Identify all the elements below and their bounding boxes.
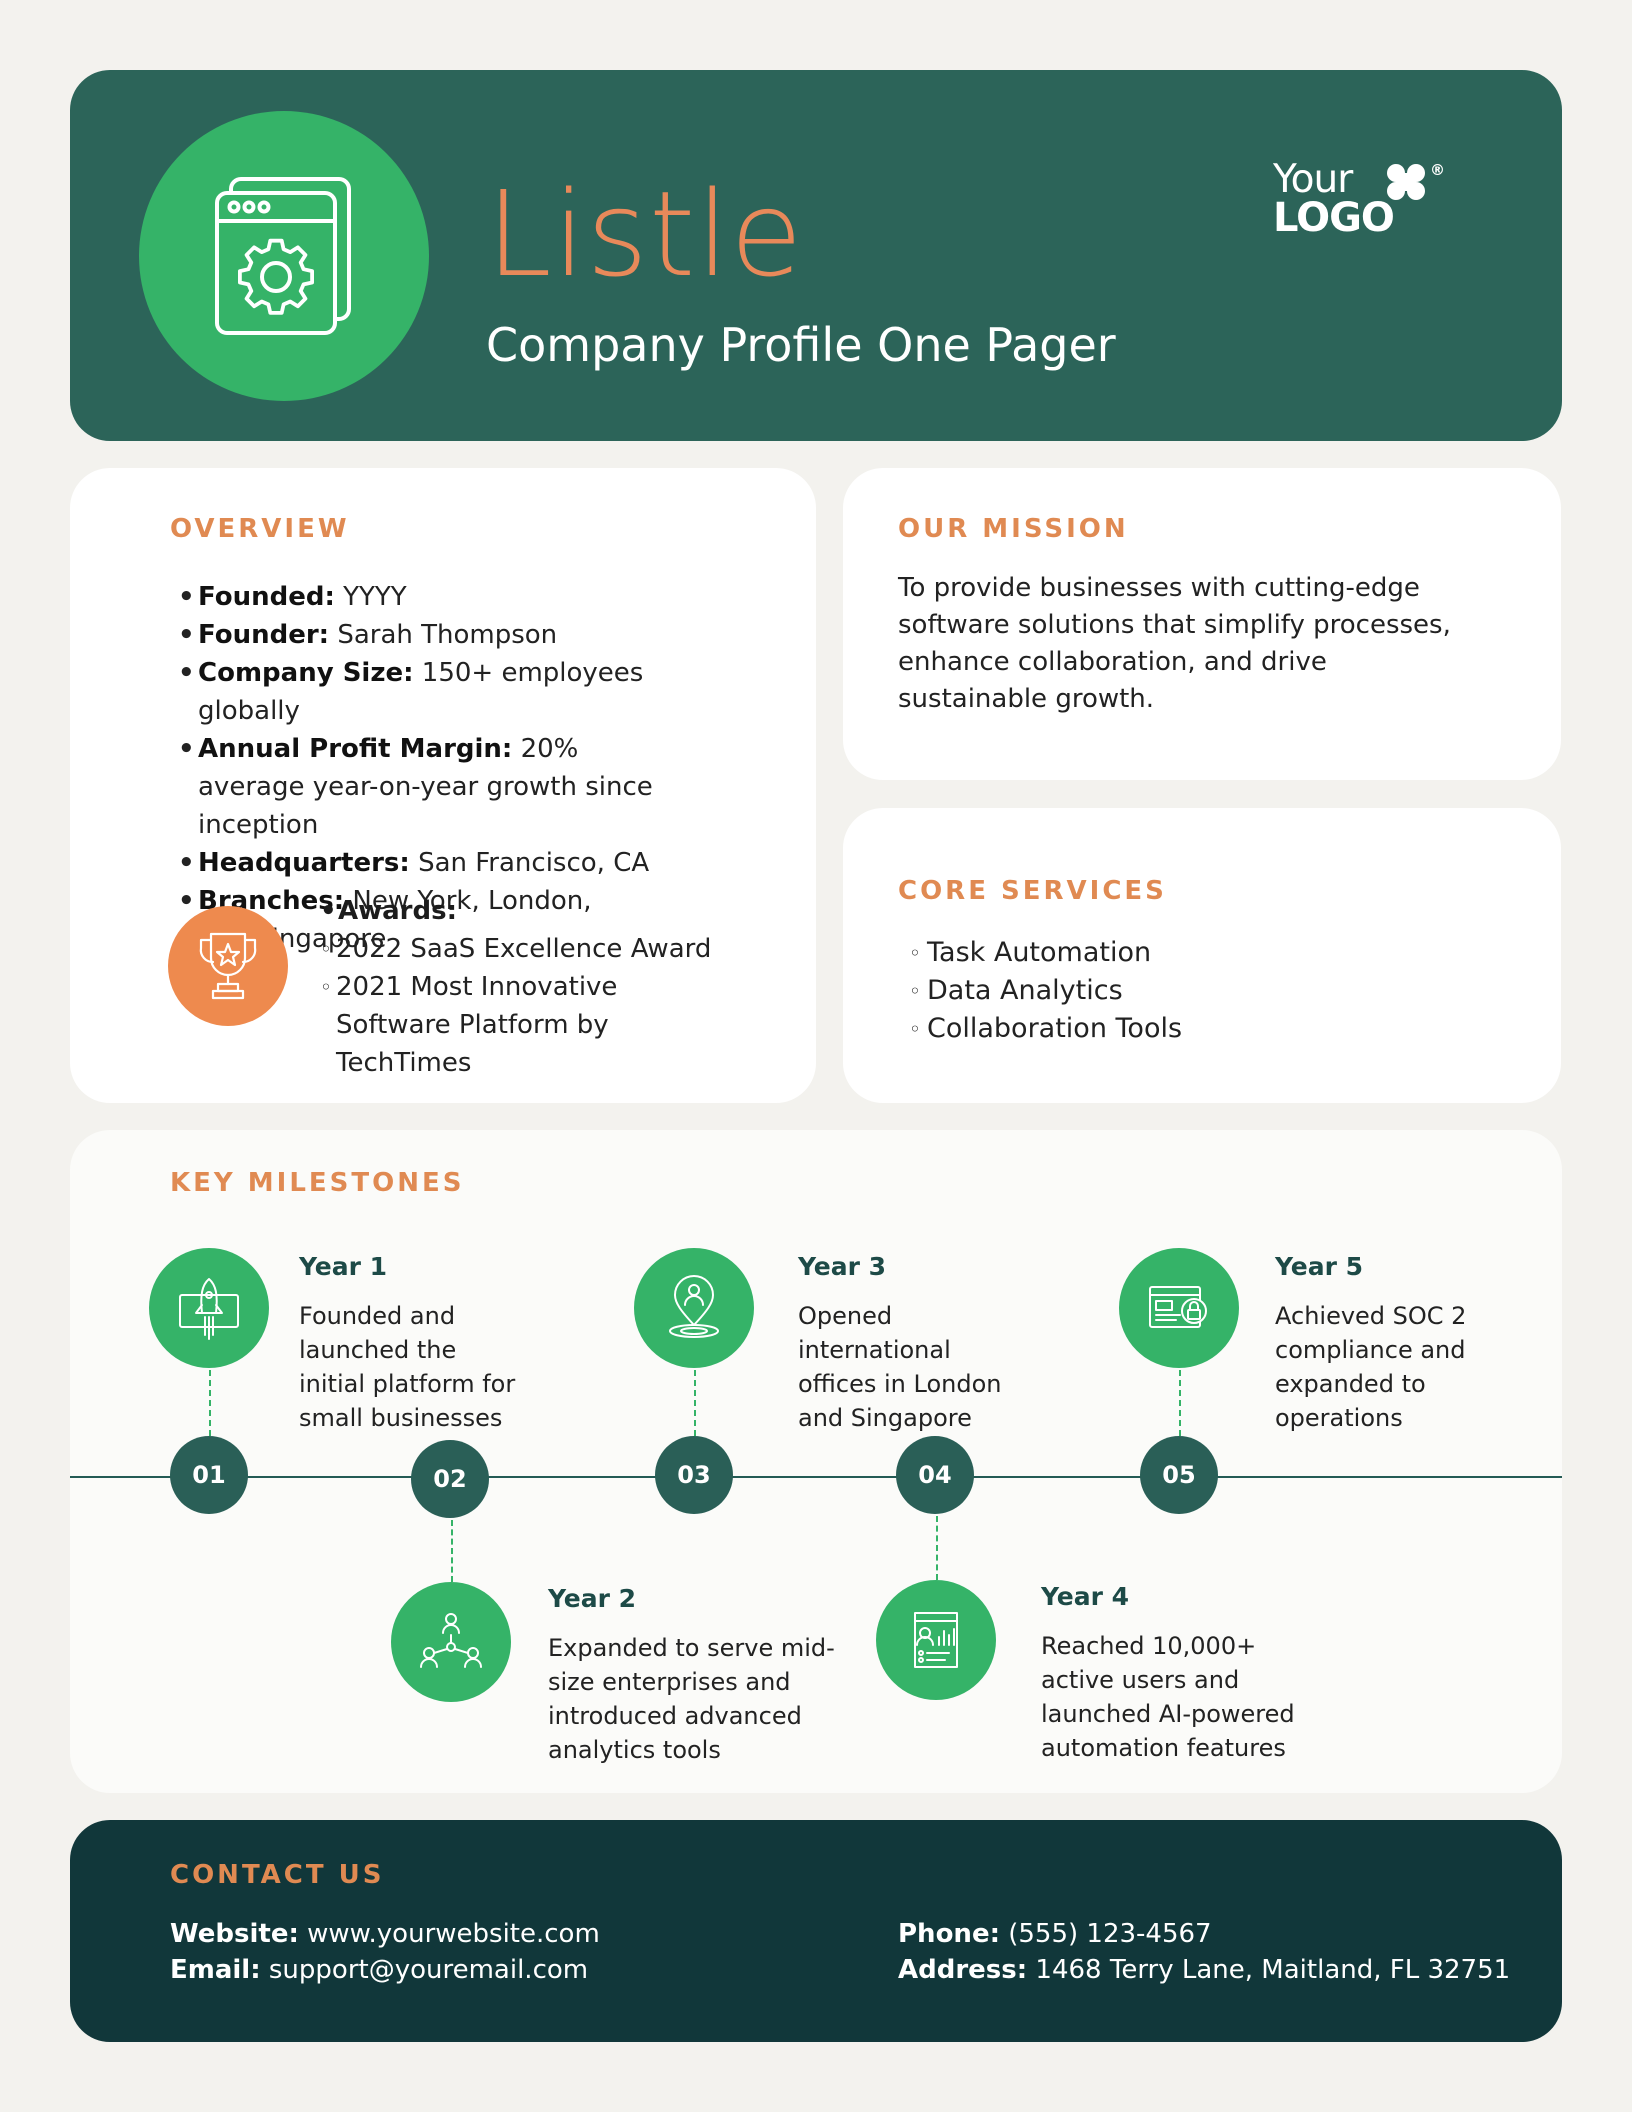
email-link[interactable]: support@youremail.com bbox=[268, 1955, 589, 1985]
milestone-text-2: Year 2 Expanded to serve mid-size enterp… bbox=[548, 1586, 848, 1767]
mission-card: OUR MISSION To provide businesses with c… bbox=[843, 468, 1561, 780]
item-label: Founded: bbox=[198, 582, 335, 612]
logo-clover-icon bbox=[1387, 164, 1425, 200]
mission-statement: To provide businesses with cutting-edge … bbox=[898, 573, 1451, 714]
network-people-icon bbox=[420, 1613, 482, 1668]
overview-item-headquarters: Headquarters: San Francisco, CA bbox=[178, 844, 738, 882]
milestone-number: 02 bbox=[411, 1440, 489, 1518]
connector-dash bbox=[209, 1370, 211, 1436]
website-link[interactable]: www.yourwebsite.com bbox=[307, 1919, 600, 1949]
phone-number[interactable]: (555) 123-4567 bbox=[1008, 1919, 1212, 1949]
mission-heading: OUR MISSION bbox=[898, 514, 1129, 544]
brand-logo: Your ® LOGO bbox=[1273, 160, 1463, 240]
services-list: Task Automation Data Analytics Collabora… bbox=[909, 934, 1182, 1048]
logo-your-text: Your bbox=[1273, 157, 1353, 202]
milestone-icon-badge bbox=[634, 1248, 754, 1368]
awards-block: Awards: 2022 SaaS Excellence Award 2021 … bbox=[320, 892, 740, 1082]
address-label: Address: bbox=[898, 1955, 1028, 1985]
award-item: 2022 SaaS Excellence Award bbox=[320, 930, 740, 968]
milestones-heading: KEY MILESTONES bbox=[170, 1168, 465, 1198]
item-value: 150+ employees globally bbox=[198, 658, 644, 726]
company-name: Listle bbox=[486, 165, 804, 303]
milestone-description: Opened international offices in London a… bbox=[798, 1302, 1002, 1432]
milestone-description: Expanded to serve mid-size enterprises a… bbox=[548, 1634, 835, 1764]
milestone-text-3: Year 3 Opened international offices in L… bbox=[798, 1254, 1028, 1435]
connector-dash bbox=[1179, 1370, 1181, 1436]
website-line: Website: www.yourwebsite.com bbox=[170, 1916, 600, 1952]
header-banner: Listle Company Profile One Pager Your ® … bbox=[70, 70, 1562, 441]
contact-right: Phone: (555) 123-4567 Address: 1468 Terr… bbox=[898, 1916, 1510, 1988]
page-subtitle: Company Profile One Pager bbox=[486, 318, 1116, 372]
item-label: Headquarters: bbox=[198, 848, 410, 878]
overview-item-company-size: Company Size: 150+ employees globally bbox=[178, 654, 738, 730]
registered-mark: ® bbox=[1430, 161, 1445, 179]
milestone-icon-badge bbox=[391, 1582, 511, 1702]
app-window-gear-icon bbox=[215, 177, 351, 335]
milestone-text-1: Year 1 Founded and launched the initial … bbox=[299, 1254, 529, 1435]
connector-dash bbox=[694, 1370, 696, 1436]
awards-badge bbox=[168, 906, 288, 1026]
overview-card: OVERVIEW Founded: YYYY Founder: Sarah Th… bbox=[70, 468, 816, 1103]
rocket-monitor-icon bbox=[179, 1278, 239, 1340]
item-label: Founder: bbox=[198, 620, 330, 650]
award-item: 2021 Most Innovative Software Platform b… bbox=[320, 968, 740, 1082]
service-item: Collaboration Tools bbox=[909, 1010, 1182, 1048]
timeline-line bbox=[70, 1476, 1562, 1478]
milestone-icon-badge bbox=[1119, 1248, 1239, 1368]
item-value: YYYY bbox=[343, 582, 407, 612]
service-item: Data Analytics bbox=[909, 972, 1182, 1010]
milestone-description: Reached 10,000+ active users and launche… bbox=[1041, 1632, 1295, 1762]
milestone-year: Year 3 bbox=[798, 1252, 887, 1281]
awards-list: 2022 SaaS Excellence Award 2021 Most Inn… bbox=[320, 930, 740, 1082]
secure-payment-icon bbox=[1149, 1286, 1207, 1328]
trophy-icon bbox=[199, 932, 257, 1000]
milestone-year: Year 5 bbox=[1275, 1252, 1364, 1281]
website-label: Website: bbox=[170, 1919, 299, 1949]
phone-line: Phone: (555) 123-4567 bbox=[898, 1916, 1510, 1952]
milestone-icon-badge bbox=[149, 1248, 269, 1368]
core-services-card: CORE SERVICES Task Automation Data Analy… bbox=[843, 808, 1561, 1103]
milestone-number: 03 bbox=[655, 1436, 733, 1514]
item-label: Annual Profit Margin: bbox=[198, 734, 513, 764]
email-line: Email: support@youremail.com bbox=[170, 1952, 600, 1988]
milestone-icon-badge bbox=[876, 1580, 996, 1700]
contact-card: CONTACT US Website: www.yourwebsite.com … bbox=[70, 1820, 1562, 2042]
service-item: Task Automation bbox=[909, 934, 1182, 972]
item-value: San Francisco, CA bbox=[418, 848, 650, 878]
app-settings-badge bbox=[139, 111, 429, 401]
milestones-card: KEY MILESTONES 01 Year 1 Founded and lau… bbox=[70, 1130, 1562, 1793]
contact-left: Website: www.yourwebsite.com Email: supp… bbox=[170, 1916, 600, 1988]
item-label: Company Size: bbox=[198, 658, 414, 688]
overview-item-founder: Founder: Sarah Thompson bbox=[178, 616, 738, 654]
location-pin-icon bbox=[669, 1275, 719, 1338]
core-services-heading: CORE SERVICES bbox=[898, 876, 1167, 906]
milestone-number: 04 bbox=[896, 1436, 974, 1514]
overview-item-profit-margin: Annual Profit Margin: 20% average year-o… bbox=[178, 730, 738, 844]
report-document-icon bbox=[914, 1612, 958, 1668]
connector-dash bbox=[936, 1516, 938, 1580]
milestone-year: Year 2 bbox=[548, 1584, 637, 1613]
item-value: Sarah Thompson bbox=[337, 620, 558, 650]
email-label: Email: bbox=[170, 1955, 261, 1985]
overview-item-founded: Founded: YYYY bbox=[178, 578, 738, 616]
milestone-year: Year 1 bbox=[299, 1252, 388, 1281]
milestone-number: 05 bbox=[1140, 1436, 1218, 1514]
address-line: Address: 1468 Terry Lane, Maitland, FL 3… bbox=[898, 1952, 1510, 1988]
phone-label: Phone: bbox=[898, 1919, 1000, 1949]
milestone-description: Founded and launched the initial platfor… bbox=[299, 1302, 516, 1432]
milestone-description: Achieved SOC 2 compliance and expanded t… bbox=[1275, 1302, 1467, 1432]
milestone-text-5: Year 5 Achieved SOC 2 compliance and exp… bbox=[1275, 1254, 1505, 1435]
contact-heading: CONTACT US bbox=[170, 1860, 385, 1890]
item-value: 20% average year-on-year growth since in… bbox=[198, 734, 653, 840]
milestone-text-4: Year 4 Reached 10,000+ active users and … bbox=[1041, 1584, 1301, 1765]
logo-text: LOGO bbox=[1273, 195, 1395, 241]
overview-heading: OVERVIEW bbox=[170, 514, 350, 544]
address-text: 1468 Terry Lane, Maitland, FL 32751 bbox=[1035, 1955, 1511, 1985]
milestone-year: Year 4 bbox=[1041, 1582, 1130, 1611]
awards-label: Awards: bbox=[320, 892, 740, 930]
milestone-number: 01 bbox=[170, 1436, 248, 1514]
connector-dash bbox=[451, 1520, 453, 1582]
